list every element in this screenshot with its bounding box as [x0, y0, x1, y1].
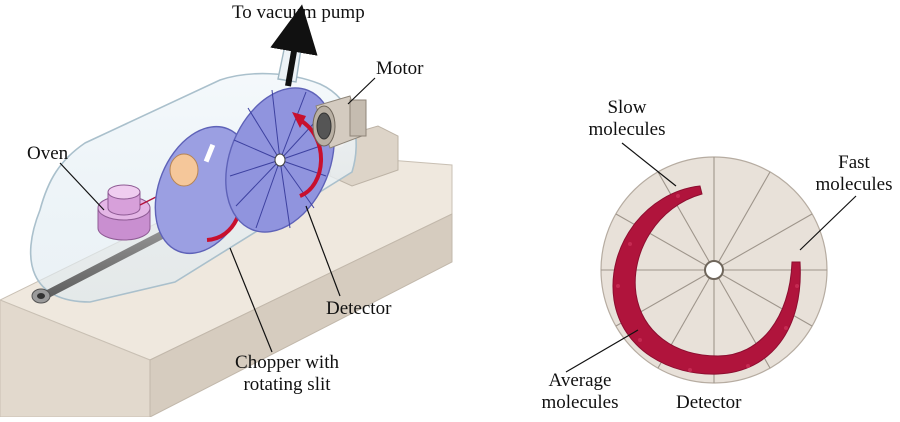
rod-end-hole	[37, 293, 45, 299]
label-fast-line1: Fast	[838, 152, 870, 173]
chopper-hub	[169, 153, 199, 187]
label-chopper-line1: Chopper with	[235, 352, 339, 373]
molecule-deposit	[612, 185, 801, 375]
deposit-speckles	[616, 194, 799, 372]
label-slow-line1: Slow	[607, 97, 647, 118]
detector-hub	[274, 153, 286, 167]
detector-plate-hub	[704, 260, 724, 280]
base-side	[149, 213, 453, 418]
label-detector-apparatus: Detector	[326, 298, 392, 319]
detector-rotation-arrow	[298, 118, 323, 198]
label-chopper-line2: rotating slit	[243, 374, 331, 395]
detector-disk-view	[565, 142, 857, 384]
motor-vent	[316, 112, 332, 140]
vacuum-arrow	[270, 4, 318, 87]
apparatus	[0, 4, 453, 418]
label-fast-molecules: Fast molecules	[808, 152, 900, 196]
label-average-molecules: Average molecules	[530, 370, 630, 414]
motor	[312, 95, 367, 149]
label-average-line1: Average	[548, 370, 612, 391]
detector-arrowhead	[292, 112, 306, 128]
label-chopper: Chopper with rotating slit	[222, 352, 352, 396]
oven	[97, 184, 151, 241]
label-detector-disk: Detector	[676, 392, 742, 413]
label-slow-molecules: Slow molecules	[582, 97, 672, 141]
label-vacuum-pump: To vacuum pump	[232, 2, 365, 23]
leader-lines-right	[565, 142, 857, 373]
chopper-slit	[203, 143, 216, 163]
label-oven: Oven	[27, 143, 69, 164]
label-motor: Motor	[376, 58, 424, 79]
label-average-line2: molecules	[541, 392, 619, 413]
label-fast-line2: molecules	[815, 174, 893, 195]
label-slow-line2: molecules	[588, 119, 666, 140]
leader-lines-left	[59, 77, 376, 353]
